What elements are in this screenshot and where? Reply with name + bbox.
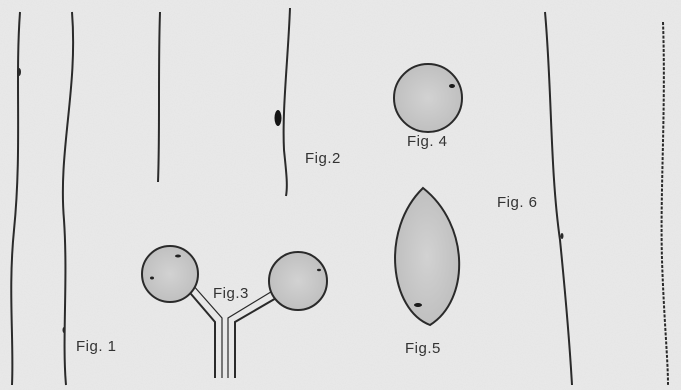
fig1-label: Fig. 1 <box>76 338 117 355</box>
fig6-label: Fig. 6 <box>497 194 538 211</box>
fig3-cell-left <box>142 246 198 302</box>
fig3-cell-right <box>269 252 327 310</box>
fig4-label: Fig. 4 <box>407 133 448 150</box>
fig5-label: Fig.5 <box>405 340 441 357</box>
fig2-label: Fig.2 <box>305 150 341 167</box>
fig1-nucleus <box>17 68 21 76</box>
fig2-nucleus <box>275 110 282 126</box>
fig4-cell <box>394 64 462 132</box>
fig3-label: Fig.3 <box>213 285 249 302</box>
fig1-nucleus-2 <box>63 327 66 333</box>
